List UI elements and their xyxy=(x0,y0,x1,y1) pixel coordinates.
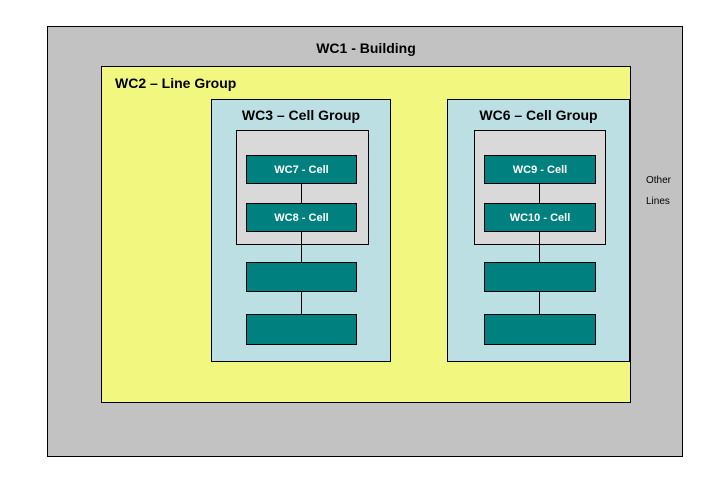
cell-wc6-unlabeled-1[interactable] xyxy=(484,262,596,292)
cell-group-wc3-title: WC3 – Cell Group xyxy=(241,107,361,123)
cell-wc3-unlabeled-2[interactable] xyxy=(246,314,357,345)
building-title: WC1 - Building xyxy=(316,40,416,56)
connector-wc3-lower xyxy=(301,292,302,314)
cell-wc8[interactable]: WC8 - Cell xyxy=(246,203,357,232)
connector-wc8-next xyxy=(301,232,302,262)
cell-group-wc6: WC6 – Cell Group WC9 - Cell WC10 - Cell xyxy=(447,99,630,362)
connector-wc9-wc10 xyxy=(539,184,540,203)
connector-wc6-lower xyxy=(539,292,540,314)
cell-wc10[interactable]: WC10 - Cell xyxy=(484,203,596,232)
other-lines-annotation: Other Lines xyxy=(646,170,706,212)
cell-wc9[interactable]: WC9 - Cell xyxy=(484,155,596,184)
building-container: WC1 - Building WC2 – Line Group WC3 – Ce… xyxy=(47,26,683,457)
other-lines-label-line2: Lines xyxy=(646,196,670,207)
cell-wc7[interactable]: WC7 - Cell xyxy=(246,155,357,184)
connector-wc7-wc8 xyxy=(301,184,302,203)
cell-group-wc3: WC3 – Cell Group WC7 - Cell WC8 - Cell xyxy=(211,99,391,362)
connector-wc10-next xyxy=(539,232,540,262)
other-lines-label-line1: Other xyxy=(646,175,672,186)
line-group-title: WC2 – Line Group xyxy=(115,75,237,91)
cell-wc3-unlabeled-1[interactable] xyxy=(246,262,357,292)
cell-wc6-unlabeled-2[interactable] xyxy=(484,314,596,345)
line-group-container: WC2 – Line Group WC3 – Cell Group WC7 - … xyxy=(101,66,631,403)
cell-group-wc6-title: WC6 – Cell Group xyxy=(479,107,598,123)
